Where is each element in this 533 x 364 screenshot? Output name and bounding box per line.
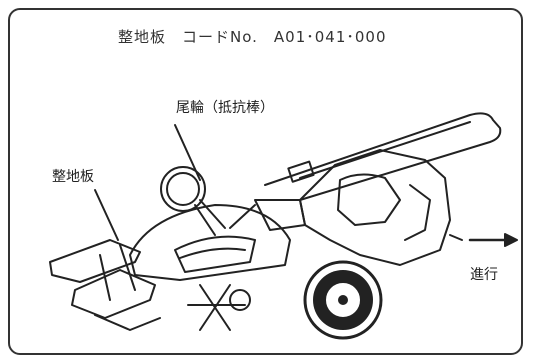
- leveling-plate-label: 整地板: [52, 169, 94, 185]
- handlebar: [264, 112, 502, 201]
- drive-wheel: [303, 260, 383, 340]
- diagram-frame: [8, 8, 523, 355]
- tail-wheel-label: 尾輪（抵抗棒）: [176, 100, 274, 116]
- engine-body: [299, 149, 451, 266]
- rotor-cover: [129, 204, 291, 281]
- direction-label: 進行: [470, 267, 498, 283]
- rotor-tines: [187, 284, 246, 331]
- page-title: 整地板 コードNo. A01･041･000: [118, 28, 387, 46]
- tail-wheel: [160, 166, 206, 212]
- leveling-plate: [49, 239, 141, 283]
- plate-leader-line: [94, 189, 119, 241]
